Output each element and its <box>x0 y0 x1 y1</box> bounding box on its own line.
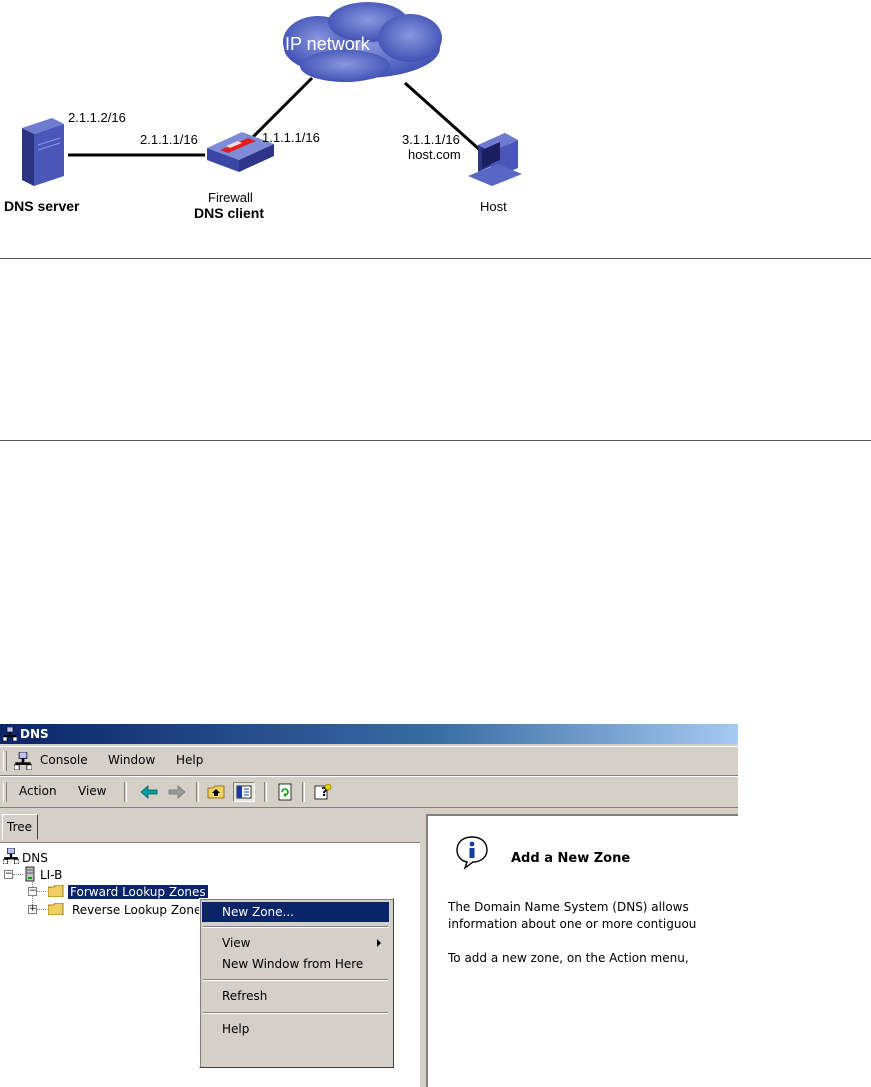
menu-item-refresh[interactable]: Refresh <box>222 989 268 1003</box>
svg-text:?: ? <box>321 785 328 799</box>
toolbar-grip[interactable] <box>3 782 7 802</box>
host-domain: host.com <box>408 147 461 162</box>
dns-icon <box>3 727 17 741</box>
info-paragraph-1-line-2: information about one or more contiguou <box>448 917 697 931</box>
menu-help[interactable]: Help <box>176 753 204 767</box>
horizontal-rule-bottom <box>0 440 871 441</box>
host-label: Host <box>480 199 507 214</box>
show-hide-tree-button[interactable] <box>233 782 255 802</box>
info-paragraph-1-line-1: The Domain Name System (DNS) allows <box>448 900 689 914</box>
help-icon[interactable]: ? <box>312 782 334 802</box>
tree-connector <box>13 874 23 875</box>
horizontal-rule-top <box>0 258 871 259</box>
network-diagram: IP network 2.1.1.2/16 2.1.1.1/16 1.1.1.1… <box>0 0 871 235</box>
menu-separator <box>203 1012 388 1014</box>
firewall-ip-right: 1.1.1.1/16 <box>262 130 320 145</box>
show-hide-tree-icon <box>236 785 252 799</box>
context-menu: New Zone... View New Window from Here Re… <box>199 898 394 1068</box>
forward-arrow-icon[interactable] <box>166 782 188 802</box>
tree-item-server[interactable]: LI-B <box>40 868 63 882</box>
firewall-label: Firewall <box>208 190 253 205</box>
menu-item-help[interactable]: Help <box>222 1022 250 1036</box>
link-cloud-host <box>404 81 481 152</box>
server-icon <box>22 118 64 186</box>
folder-icon <box>48 903 64 915</box>
description-pane: Add a New Zone The Domain Name System (D… <box>426 814 738 1087</box>
tree-item-forward-zones-label: Forward Lookup Zones <box>68 885 208 899</box>
toolbar-separator <box>302 782 305 802</box>
refresh-icon[interactable] <box>274 782 296 802</box>
expander-reverse-zones[interactable]: + <box>28 904 37 914</box>
menu-window[interactable]: Window <box>108 753 156 767</box>
info-paragraph-2: To add a new zone, on the Action menu, <box>448 951 689 965</box>
window-titlebar[interactable]: DNS <box>0 724 738 744</box>
folder-icon <box>48 885 64 897</box>
info-icon <box>456 836 488 870</box>
host-computer-icon <box>468 133 522 186</box>
toolbar-separator <box>124 782 127 802</box>
cloud-icon <box>283 2 442 82</box>
tree-item-reverse-zones[interactable]: Reverse Lookup Zones <box>72 903 208 917</box>
window-title: DNS <box>20 727 49 741</box>
action-toolbar: Action View <box>0 776 738 808</box>
tree-connector <box>37 909 46 910</box>
server-node-icon <box>25 866 35 882</box>
dns-server-label: DNS server <box>4 198 80 214</box>
tree-item-forward-zones[interactable]: Forward Lookup Zones <box>68 885 208 899</box>
up-folder-icon[interactable] <box>205 782 227 802</box>
diagram-canvas <box>22 2 522 186</box>
menu-item-new-zone[interactable]: New Zone... <box>202 902 389 922</box>
expander-forward-zones[interactable]: − <box>28 886 37 896</box>
dns-window: DNS Console Window Help Action View <box>0 724 738 1087</box>
cloud-label: IP network <box>285 34 370 54</box>
tree-item-dns[interactable]: DNS <box>22 851 48 865</box>
dns-server-ip: 2.1.1.2/16 <box>68 110 126 125</box>
host-ip: 3.1.1.1/16 <box>402 132 460 147</box>
menu-separator <box>203 926 388 928</box>
firewall-ip-left: 2.1.1.1/16 <box>140 132 198 147</box>
menu-item-view-label: View <box>222 936 251 950</box>
toolbar-separator <box>264 782 267 802</box>
tab-strip: Tree <box>0 808 425 842</box>
menu-bar: Console Window Help <box>0 746 738 776</box>
tab-tree[interactable]: Tree <box>2 814 38 840</box>
menu-item-view[interactable]: View <box>202 933 389 953</box>
menu-view[interactable]: View <box>78 784 107 798</box>
dns-icon <box>3 848 19 864</box>
submenu-arrow-icon <box>377 939 381 947</box>
menu-console[interactable]: Console <box>40 753 88 767</box>
menu-separator <box>203 979 388 981</box>
info-heading: Add a New Zone <box>511 851 631 866</box>
link-firewall-cloud <box>243 76 314 147</box>
console-icon <box>14 752 32 770</box>
tree-connector <box>37 891 46 892</box>
menu-item-new-window[interactable]: New Window from Here <box>222 957 364 971</box>
pane-splitter[interactable] <box>420 808 426 1087</box>
toolbar-separator <box>196 782 199 802</box>
menu-action[interactable]: Action <box>19 784 57 798</box>
back-arrow-icon[interactable] <box>138 782 160 802</box>
firewall-icon <box>207 132 274 172</box>
menubar-grip[interactable] <box>3 751 7 771</box>
dns-client-label: DNS client <box>194 205 265 221</box>
expander-server[interactable]: − <box>4 869 13 879</box>
